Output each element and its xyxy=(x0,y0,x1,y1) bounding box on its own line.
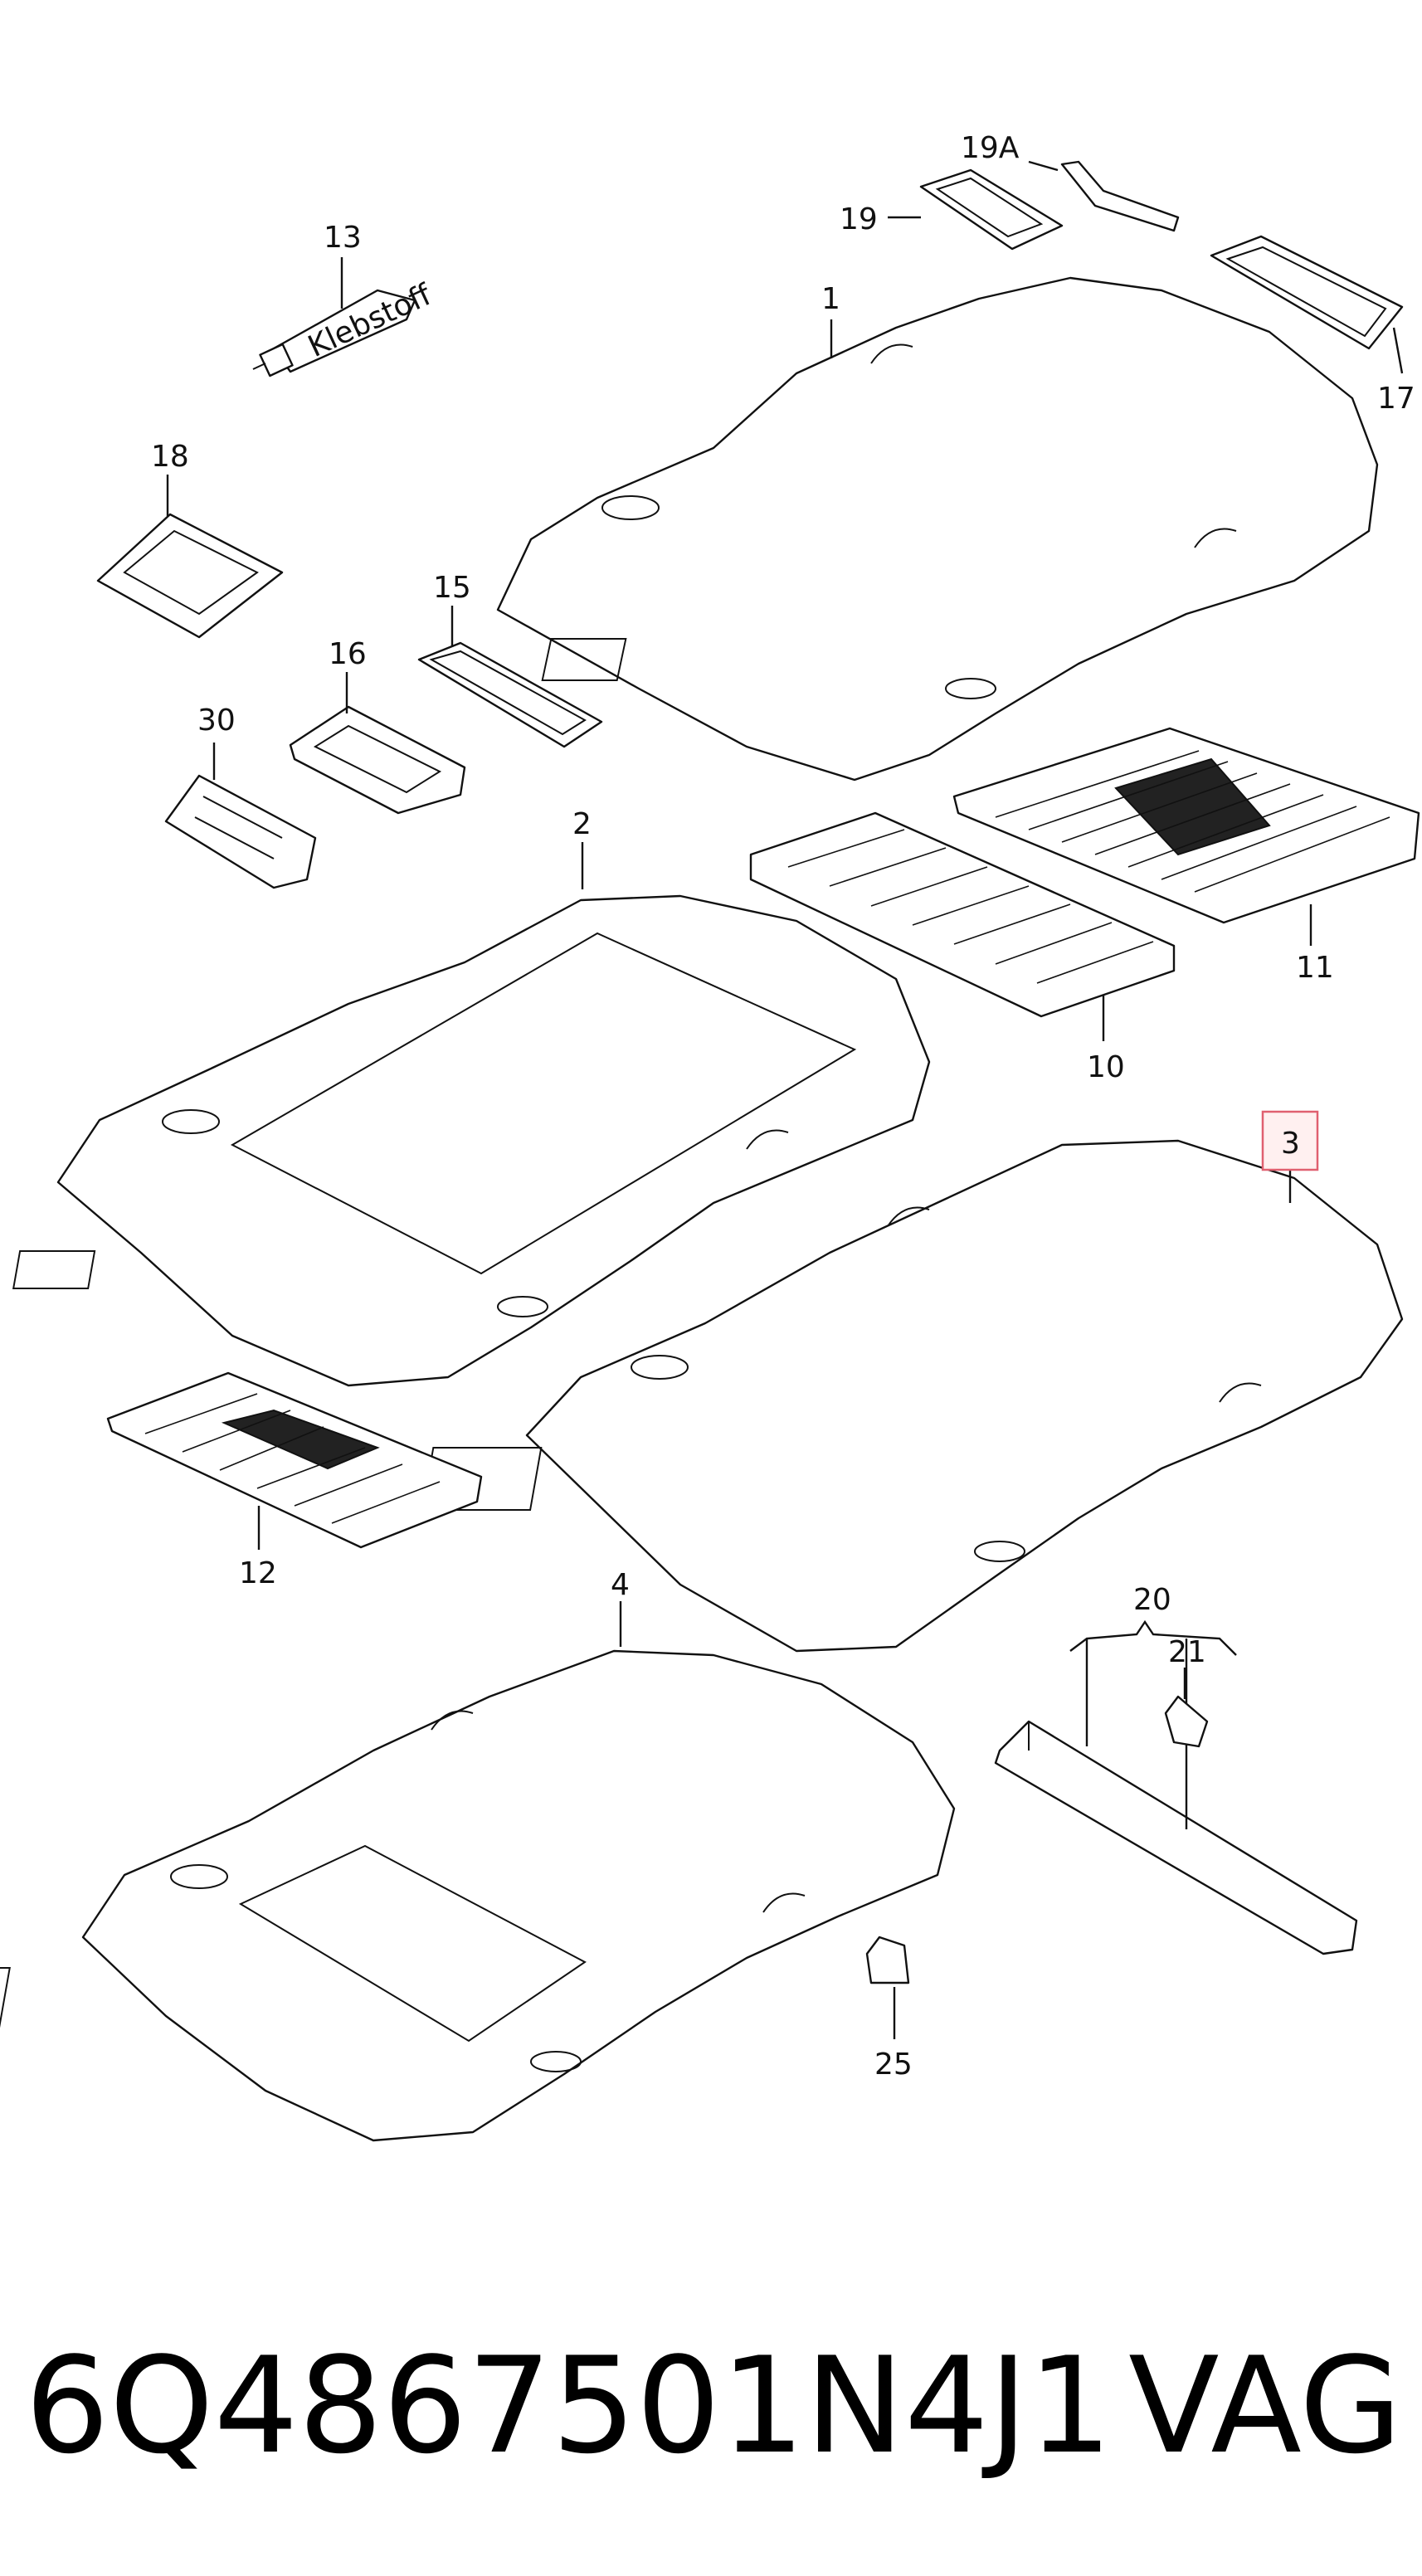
callout-30: 30 xyxy=(197,704,236,738)
part-10-slats xyxy=(787,829,1154,984)
callout-1: 1 xyxy=(821,282,840,316)
part-12-slats xyxy=(144,1393,441,1524)
brand-label: VAG xyxy=(1128,2328,1402,2483)
callout-2: 2 xyxy=(572,807,592,841)
part-3-callout-highlight xyxy=(1261,1110,1319,1171)
part-2-headliner xyxy=(12,894,931,1387)
part-17-frame xyxy=(1210,235,1404,350)
part-12-mat xyxy=(106,1371,483,1549)
part-11-slats xyxy=(995,750,1390,893)
callout-10: 10 xyxy=(1087,1050,1125,1084)
callout-17: 17 xyxy=(1377,382,1415,416)
part-21-clip xyxy=(1164,1695,1209,1748)
callout-15: 15 xyxy=(433,571,471,605)
part-19-frame xyxy=(919,168,1064,251)
part-20-rail xyxy=(994,1720,1358,1955)
callout-21: 21 xyxy=(1168,1635,1206,1669)
callout-3: 3 xyxy=(1281,1127,1300,1161)
callout-4: 4 xyxy=(611,1568,630,1602)
part-4-headliner xyxy=(0,1649,956,2142)
callout-20: 20 xyxy=(1133,1583,1171,1617)
part-16-console xyxy=(289,705,466,815)
callout-19a: 19A xyxy=(961,131,1020,165)
footer: 6Q4867501N4J1 VAG xyxy=(25,2323,1402,2489)
part-19a-strip xyxy=(1060,160,1180,232)
part-11-mat xyxy=(952,727,1420,924)
callout-19: 19 xyxy=(840,202,878,236)
callout-11: 11 xyxy=(1296,951,1334,985)
part-number: 6Q4867501N4J1 xyxy=(25,2328,1113,2483)
part-30-lamp xyxy=(164,774,317,889)
part-10-mat xyxy=(749,811,1176,1018)
part-1-headliner xyxy=(496,276,1379,782)
part-18-cover xyxy=(96,513,284,639)
callout-18: 18 xyxy=(151,440,189,474)
callout-16: 16 xyxy=(329,637,367,671)
callout-12: 12 xyxy=(239,1556,277,1590)
part-13-glue-tube: Klebstoff xyxy=(252,277,437,377)
callout-25: 25 xyxy=(874,2048,913,2082)
part-15-frame xyxy=(417,641,603,748)
callout-13: 13 xyxy=(324,221,362,255)
part-25-clip xyxy=(865,1936,910,1984)
parts-exploded-diagram: Klebstoff xyxy=(0,131,1420,2142)
